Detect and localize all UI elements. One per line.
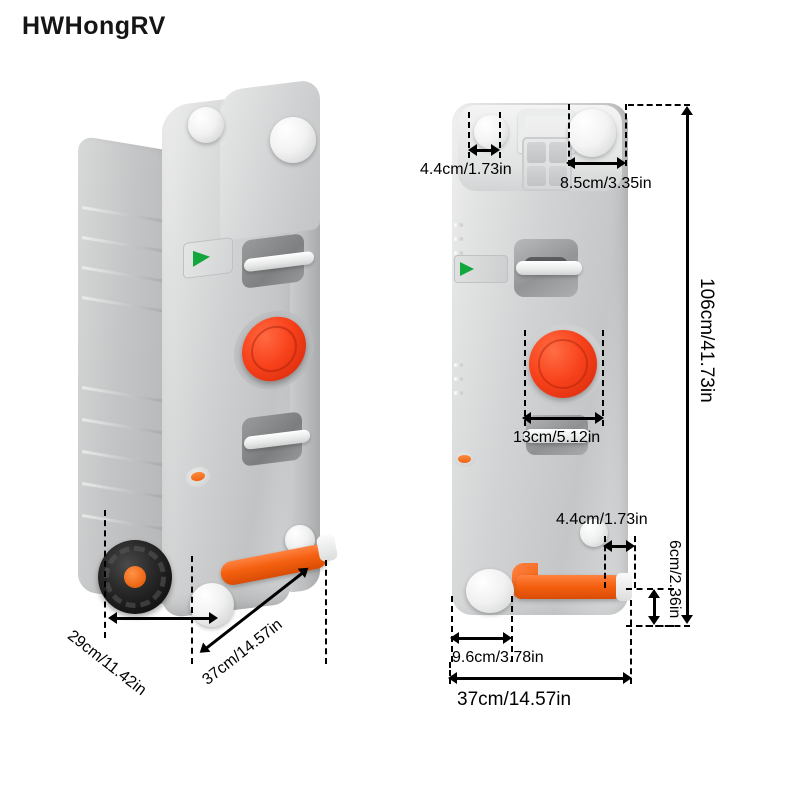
fill-cap-small (188, 107, 224, 143)
frontwidth-dimension-arrow (448, 672, 632, 684)
redcap-dimension-arrow (522, 412, 604, 424)
smallfoot-ext-left (604, 536, 606, 588)
cap-small-dimension-arrow (468, 144, 500, 156)
large-foot-cap-front (466, 569, 514, 613)
tank-shoulder-block (220, 78, 320, 242)
cap-large-dimension-label: 8.5cm/3.35in (560, 175, 652, 192)
wheel-tread (104, 546, 166, 608)
frontwidth-dimension-label: 37cm/14.57in (457, 689, 572, 710)
footwidth-ext-left (451, 596, 453, 662)
total-height-dimension-arrow (681, 106, 693, 624)
fill-cap-large-front (568, 109, 616, 157)
smallfoot-dimension-label: 4.4cm/1.73in (556, 511, 648, 528)
redcap-dimension-label: 13cm/5.12in (513, 429, 601, 446)
hose-ext-bottom (626, 625, 674, 627)
cap-large-dimension-arrow (566, 157, 626, 169)
product-front-view (440, 95, 640, 625)
wheel-hub (124, 566, 146, 588)
brand-logo: HWHongRV (22, 12, 166, 40)
smallfoot-dimension-arrow (603, 540, 635, 552)
height-ext-top (628, 104, 690, 106)
hose-end-cap-front (616, 573, 632, 601)
lower-handle-bar-front (524, 429, 590, 443)
orange-drain-hose-front (516, 575, 626, 599)
redcap-ext-left (524, 330, 526, 426)
cap-notch-front (538, 339, 588, 389)
transport-wheel (98, 540, 172, 614)
product-perspective-view (70, 78, 370, 645)
cap-small-dimension-label: 4.4cm/1.73in (420, 161, 512, 178)
red-drain-cap-front (529, 330, 597, 398)
hose-end-cap (315, 533, 339, 563)
depth-extension-line-mid (191, 556, 193, 664)
cap-notch (251, 323, 297, 375)
footwidth-dimension-arrow (450, 632, 512, 644)
depth-dimension-arrow (108, 612, 218, 624)
cap-large-ext-left (568, 104, 570, 166)
green-arrow-label (183, 236, 233, 280)
green-triangle-icon-front (460, 262, 474, 276)
upper-handle-bar-front (516, 261, 582, 275)
total-height-dimension-label: 106cm/41.73in (696, 278, 717, 403)
green-arrow-label-front (454, 255, 508, 283)
footwidth-dimension-label: 9.6cm/3.78in (452, 649, 544, 666)
depth-extension-line-left (104, 510, 106, 638)
fill-cap-large (270, 117, 316, 163)
cap-large-ext-right (625, 104, 627, 166)
cap-small-ext-left (468, 112, 470, 158)
green-triangle-icon (193, 248, 210, 267)
hose-height-dimension-label: 6cm/2.36in (666, 540, 683, 619)
footwidth-ext-right (511, 596, 513, 662)
frontwidth-ext-right (630, 600, 632, 684)
smallfoot-ext-right (634, 536, 636, 588)
orange-indicator-front (454, 451, 476, 467)
vent-grid (522, 137, 572, 191)
cap-small-ext-right (499, 112, 501, 158)
fill-cap-small-front (474, 115, 508, 149)
width-extension-line-right (325, 560, 327, 664)
tank-side-face (78, 135, 170, 606)
redcap-ext-right (602, 330, 604, 426)
hose-height-dimension-arrow (648, 589, 660, 625)
